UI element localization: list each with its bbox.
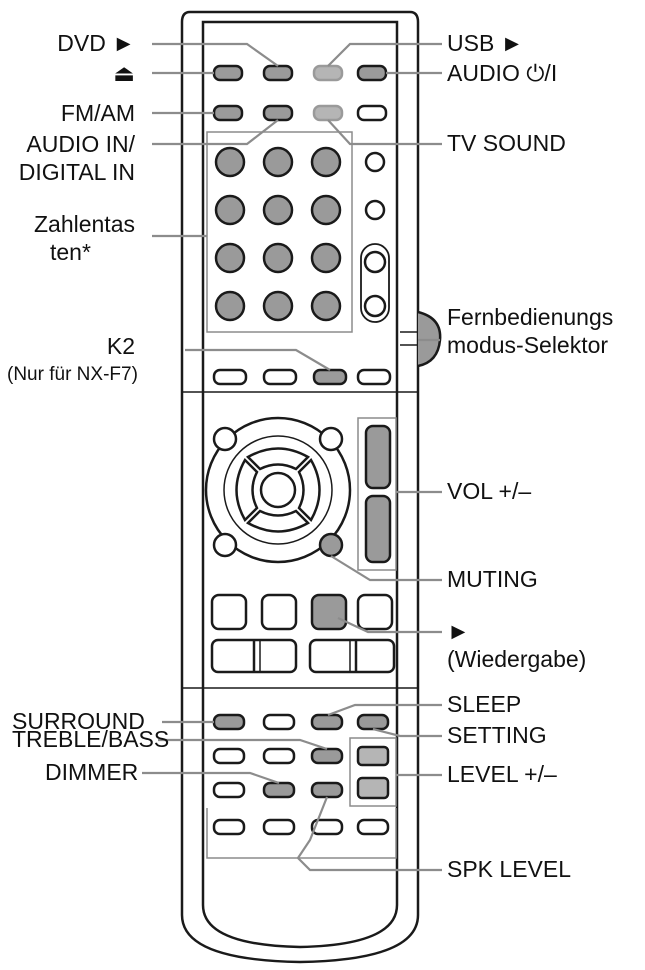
audio-power-button[interactable]: [356, 64, 388, 82]
dimmer-label: DIMMER: [45, 759, 139, 785]
number-pad-frame: [206, 131, 353, 333]
lower-button[interactable]: [262, 747, 296, 765]
spk-level-label: SPK LEVEL: [447, 856, 572, 882]
k2-label: K2: [106, 333, 135, 359]
k2-note-label: (Nur für NX-F7): [7, 364, 138, 385]
number-button[interactable]: [310, 146, 342, 178]
cursor-left-button[interactable]: [235, 457, 259, 523]
number-button[interactable]: [310, 290, 342, 322]
number-button[interactable]: [262, 242, 294, 274]
row-button[interactable]: [212, 368, 248, 386]
tv-sound-label: TV SOUND: [447, 130, 566, 156]
lower-button[interactable]: [262, 713, 296, 731]
vol-frame: [357, 417, 397, 571]
play-symbol-label: ►: [447, 618, 470, 644]
audio-in-label-line1: AUDIO IN/: [26, 131, 135, 157]
row-button[interactable]: [262, 368, 298, 386]
fm-am-button[interactable]: [212, 104, 244, 122]
bottom-group-bracket: [206, 808, 397, 859]
navigation-pad: [204, 416, 352, 564]
dvd-button[interactable]: [262, 64, 294, 82]
lower-button[interactable]: [212, 747, 246, 765]
number-button[interactable]: [214, 242, 246, 274]
number-button[interactable]: [310, 194, 342, 226]
wide-button[interactable]: [308, 638, 396, 674]
lower-button[interactable]: [310, 818, 344, 836]
setting-button[interactable]: [356, 713, 390, 731]
number-button[interactable]: [262, 194, 294, 226]
level-down-button[interactable]: [356, 776, 390, 800]
audio-power-label: AUDIO ⏻/I: [447, 60, 558, 86]
vol-label: VOL +/–: [447, 478, 532, 504]
dvd-label: DVD ►: [57, 30, 135, 56]
leader-lines: [142, 42, 442, 872]
cursor-right-button[interactable]: [297, 457, 321, 523]
k2-button[interactable]: [312, 368, 348, 386]
number-keys-label-line1: Zahlentas: [33, 211, 135, 237]
cursor-up-button[interactable]: [245, 447, 311, 471]
lower-button[interactable]: [262, 818, 296, 836]
eject-label: ⏏: [113, 60, 135, 86]
tv-sound-button[interactable]: [312, 104, 344, 122]
spk-level-button[interactable]: [310, 781, 344, 799]
setting-label: SETTING: [447, 722, 547, 748]
muting-button[interactable]: [318, 532, 344, 558]
audio-in-button[interactable]: [262, 104, 294, 122]
fm-am-label: FM/AM: [60, 100, 135, 126]
lower-button[interactable]: [212, 781, 246, 799]
lower-button[interactable]: [212, 818, 246, 836]
treble-bass-label: TREBLE/BASS: [12, 726, 170, 752]
remote-mode-selector-label-line2: modus-Selektor: [447, 332, 609, 358]
level-up-button[interactable]: [356, 745, 390, 767]
usb-button[interactable]: [312, 64, 344, 82]
square-button[interactable]: [260, 593, 298, 631]
muting-label: MUTING: [447, 566, 538, 592]
surround-label: SURROUND: [12, 708, 145, 734]
row-button[interactable]: [356, 368, 392, 386]
enter-button[interactable]: [259, 471, 297, 509]
number-button[interactable]: [214, 290, 246, 322]
small-round-button[interactable]: [364, 151, 386, 173]
number-button[interactable]: [310, 242, 342, 274]
level-label: LEVEL +/–: [447, 761, 557, 787]
number-button[interactable]: [262, 146, 294, 178]
sleep-label: SLEEP: [447, 691, 522, 717]
blank-button-top[interactable]: [356, 104, 388, 122]
corner-button[interactable]: [212, 532, 238, 558]
vol-down-button[interactable]: [364, 494, 392, 564]
number-pad: [214, 146, 342, 322]
corner-button[interactable]: [212, 426, 238, 452]
sleep-button[interactable]: [310, 713, 344, 731]
number-keys-label-line2: ten*: [50, 239, 91, 265]
number-button[interactable]: [262, 290, 294, 322]
square-button[interactable]: [210, 593, 248, 631]
vol-up-button[interactable]: [364, 424, 392, 490]
eject-button[interactable]: [212, 64, 244, 82]
treble-bass-button[interactable]: [310, 747, 344, 765]
number-button[interactable]: [214, 194, 246, 226]
usb-label: USB ►: [447, 30, 524, 56]
square-button[interactable]: [356, 593, 394, 631]
audio-in-label-line2: DIGITAL IN: [18, 159, 135, 185]
surround-button[interactable]: [212, 713, 246, 731]
small-round-button[interactable]: [363, 250, 387, 274]
rocker-frame: [360, 243, 390, 323]
small-round-button[interactable]: [363, 294, 387, 318]
dimmer-button[interactable]: [262, 781, 296, 799]
remote-mode-selector-label-line1: Fernbedienungs: [447, 304, 614, 330]
play-button[interactable]: [310, 593, 348, 631]
lower-button[interactable]: [356, 818, 390, 836]
number-button[interactable]: [214, 146, 246, 178]
play-text-label: (Wiedergabe): [447, 646, 587, 672]
cursor-down-button[interactable]: [245, 509, 311, 533]
level-frame: [349, 737, 397, 807]
small-round-button[interactable]: [364, 199, 386, 221]
corner-button[interactable]: [318, 426, 344, 452]
